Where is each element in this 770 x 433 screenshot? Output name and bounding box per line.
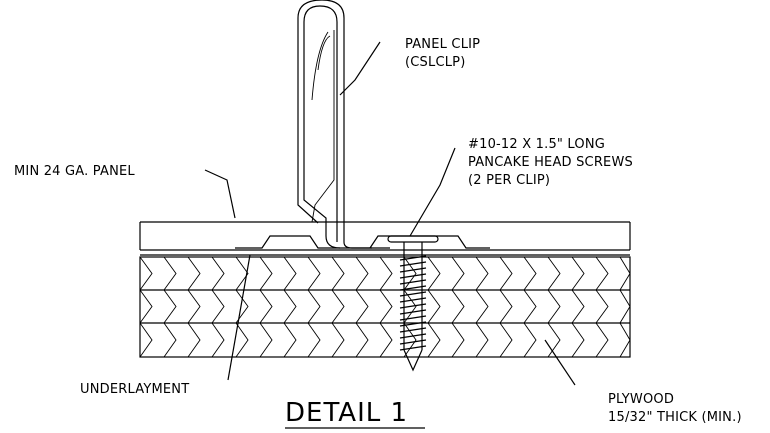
plywood-grain-mark <box>259 289 273 324</box>
plywood-grain-mark <box>523 289 537 324</box>
metal-panel <box>139 221 631 250</box>
plywood-grain-mark <box>499 289 513 324</box>
screw-thread <box>399 339 427 345</box>
pancake-screw <box>399 242 427 372</box>
plywood-grain-mark <box>331 322 345 358</box>
leader-lines <box>204 41 576 386</box>
plywood-grain-mark <box>211 289 225 324</box>
plywood-grain-mark <box>331 289 345 324</box>
screw-thread <box>399 309 427 315</box>
plywood-grain-mark <box>571 256 585 291</box>
plywood-grain-mark <box>187 256 201 291</box>
plywood-grain-mark <box>163 289 177 324</box>
plywood-grain-mark <box>211 256 225 291</box>
plywood-grain-mark <box>379 289 393 324</box>
plywood-grain-mark <box>499 322 513 358</box>
plywood-grain-mark <box>307 256 321 291</box>
screw-thread <box>399 345 427 351</box>
screw-thread <box>399 291 427 297</box>
label-panel-clip-code: (CSLCLP) <box>405 55 465 70</box>
plywood-grain-mark <box>403 322 417 358</box>
plywood-grain-mark <box>163 256 177 291</box>
clip-base <box>235 235 490 249</box>
plywood-grain-mark <box>595 289 609 324</box>
underlayment-layer <box>140 249 630 256</box>
label-plywood-thickness: 15/32" THICK (MIN.) <box>608 410 742 425</box>
plywood-grain-mark <box>379 256 393 291</box>
plywood-grain-mark <box>547 289 561 324</box>
label-screws-size: #10-12 X 1.5" LONG <box>468 137 605 152</box>
detail-title: DETAIL 1 <box>285 398 408 428</box>
panel-clip <box>297 0 372 249</box>
plywood-grain-mark <box>451 256 465 291</box>
screw-thread <box>399 297 427 303</box>
screw-thread <box>399 333 427 339</box>
screw-thread <box>399 261 427 267</box>
plywood-grain-mark <box>475 289 489 324</box>
plywood-grain-mark <box>283 322 297 358</box>
plywood-grain-mark <box>451 322 465 358</box>
plywood-grain-mark <box>235 256 249 291</box>
plywood-grain-mark <box>619 289 631 324</box>
screw-thread <box>399 279 427 285</box>
plywood-grain-mark <box>355 289 369 324</box>
plywood-grain-mark <box>475 256 489 291</box>
plywood-layer <box>139 256 631 358</box>
plywood-grain-mark <box>235 322 249 358</box>
plywood-grain-mark <box>595 256 609 291</box>
label-screws-type: PANCAKE HEAD SCREWS <box>468 155 633 170</box>
screw-thread <box>399 321 427 327</box>
plywood-grain-mark <box>283 289 297 324</box>
plywood-grain-mark <box>307 289 321 324</box>
plywood-grain-mark <box>619 322 631 358</box>
plywood-grain-mark <box>283 256 297 291</box>
screw-thread <box>399 267 427 273</box>
screw-thread <box>399 303 427 309</box>
plywood-grain-mark <box>619 256 631 291</box>
plywood-grain-mark <box>379 322 393 358</box>
screw-thread <box>399 273 427 279</box>
plywood-grain-mark <box>427 289 441 324</box>
plywood-grain-mark <box>331 256 345 291</box>
plywood-grain-mark <box>355 256 369 291</box>
plywood-grain-mark <box>139 289 153 324</box>
plywood-grain-mark <box>355 322 369 358</box>
plywood-grain-mark <box>547 322 561 358</box>
plywood-grain-mark <box>499 256 513 291</box>
label-underlayment: UNDERLAYMENT <box>80 382 189 397</box>
screw-thread <box>399 327 427 333</box>
plywood-grain-mark <box>211 322 225 358</box>
screw-thread <box>399 315 427 321</box>
label-panel: MIN 24 GA. PANEL <box>14 164 135 179</box>
plywood-grain-mark <box>547 256 561 291</box>
label-screws-qty: (2 PER CLIP) <box>468 173 550 188</box>
plywood-grain-mark <box>427 322 441 358</box>
plywood-grain-mark <box>139 256 153 291</box>
plywood-grain-mark <box>307 322 321 358</box>
label-panel-clip: PANEL CLIP <box>405 37 480 52</box>
plywood-grain-mark <box>571 322 585 358</box>
plywood-grain-mark <box>403 289 417 324</box>
plywood-grain-mark <box>139 322 153 358</box>
plywood-grain-mark <box>451 289 465 324</box>
plywood-grain-mark <box>523 256 537 291</box>
plywood-grain-mark <box>595 322 609 358</box>
screw-thread <box>399 255 427 261</box>
plywood-grain-mark <box>187 289 201 324</box>
plywood-grain-mark <box>187 322 201 358</box>
label-plywood: PLYWOOD <box>608 392 674 407</box>
plywood-grain-mark <box>571 289 585 324</box>
plywood-grain-mark <box>427 256 441 291</box>
plywood-grain-mark <box>259 322 273 358</box>
plywood-grain-mark <box>403 256 417 291</box>
screw-thread <box>399 285 427 291</box>
plywood-grain-mark <box>163 322 177 358</box>
plywood-grain-mark <box>475 322 489 358</box>
plywood-grain-mark <box>259 256 273 291</box>
plywood-grain-mark <box>235 289 249 324</box>
plywood-grain-mark <box>523 322 537 358</box>
